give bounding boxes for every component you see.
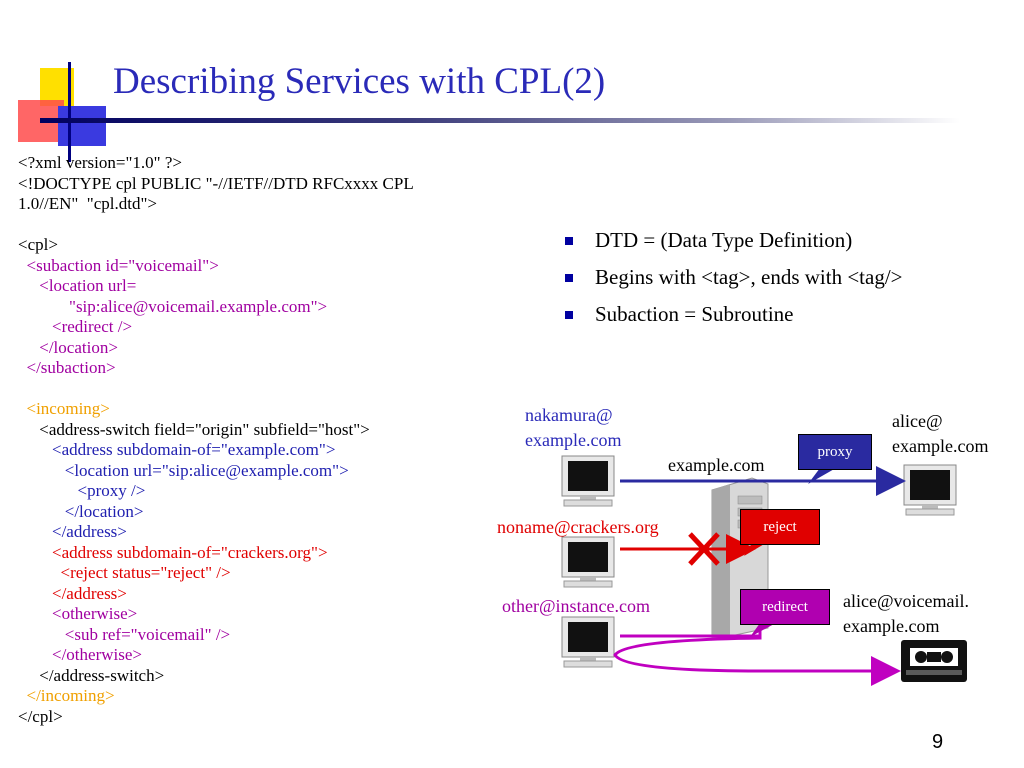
bullet-text: DTD = (Data Type Definition) [595, 228, 853, 252]
code-text: <redirect /> [52, 317, 133, 336]
reject-action-box: reject [740, 509, 820, 545]
code-line: </address> [18, 522, 414, 543]
code-line: <location url= [18, 276, 414, 297]
code-line: <otherwise> [18, 604, 414, 625]
code-text: </cpl> [18, 706, 63, 726]
code-text: <location url= [39, 276, 137, 295]
code-text: <address subdomain-of="example.com"> [52, 440, 336, 459]
code-line: <proxy /> [18, 481, 414, 502]
monitor-icon [561, 455, 615, 507]
bullet-square-icon [565, 273, 573, 282]
code-text: <incoming> [26, 399, 110, 418]
code-text: <!DOCTYPE cpl PUBLIC "-//IETF//DTD RFCxx… [18, 173, 414, 193]
code-text: </otherwise> [52, 645, 142, 664]
bullet-item: Begins with <tag>, ends with <tag/> [565, 259, 903, 296]
deco-blue-square [58, 106, 106, 146]
code-text: 1.0//EN" "cpl.dtd"> [18, 194, 158, 213]
code-line: </address-switch> [18, 666, 414, 687]
code-text: </address> [52, 583, 127, 603]
monitor-icon [561, 536, 615, 588]
code-text: </location> [39, 337, 118, 357]
code-text: <cpl> [18, 235, 58, 254]
code-line: <incoming> [18, 399, 414, 420]
code-line: <!DOCTYPE cpl PUBLIC "-//IETF//DTD RFCxx… [18, 174, 414, 195]
callee-voicemail-label: alice@voicemail. example.com [843, 589, 969, 639]
monitor-icon [903, 464, 957, 516]
code-line: <sub ref="voicemail" /> [18, 625, 414, 646]
code-text: <reject status="reject" /> [60, 563, 231, 582]
reject-x-icon [688, 532, 720, 566]
code-text: <proxy /> [77, 481, 146, 500]
bullet-item: DTD = (Data Type Definition) [565, 222, 903, 259]
bullet-square-icon [565, 310, 573, 319]
proxy-action-box: proxy [798, 434, 872, 470]
caller-nakamura-line2: example.com [525, 430, 622, 450]
caller-nakamura-line1: nakamura@ [525, 405, 613, 425]
callee-alice-line2: example.com [892, 436, 989, 456]
code-text: "sip:alice@voicemail.example.com"> [69, 296, 328, 316]
monitor-icon [561, 616, 615, 668]
cassette-tape-icon [901, 640, 967, 682]
page-number: 9 [932, 731, 944, 753]
callee-voicemail-line2: example.com [843, 616, 940, 636]
code-line: <reject status="reject" /> [18, 563, 414, 584]
title-underline [40, 118, 960, 123]
bullet-text: Begins with <tag>, ends with <tag/> [595, 265, 903, 289]
code-line: <?xml version="1.0" ?> [18, 153, 414, 174]
code-line: <address-switch field="origin" subfield=… [18, 420, 414, 441]
code-line: <cpl> [18, 235, 414, 256]
bullet-text: Subaction = Subroutine [595, 302, 794, 326]
callee-alice-label: alice@ example.com [892, 409, 988, 459]
cpl-code-block: <?xml version="1.0" ?><!DOCTYPE cpl PUBL… [18, 153, 414, 727]
callee-alice-line1: alice@ [892, 411, 943, 431]
code-line: <location url="sip:alice@example.com"> [18, 461, 414, 482]
code-text: </address> [52, 522, 127, 541]
code-line: </otherwise> [18, 645, 414, 666]
slide-title: Describing Services with CPL(2) [113, 61, 606, 102]
code-text: <address subdomain-of="crackers.org"> [52, 542, 328, 562]
code-line: </subaction> [18, 358, 414, 379]
code-line: <subaction id="voicemail"> [18, 256, 414, 277]
code-line: </address> [18, 584, 414, 605]
server-domain-label: example.com [668, 455, 765, 475]
deco-vertical-line [68, 62, 71, 162]
bullet-item: Subaction = Subroutine [565, 296, 903, 333]
code-line: <address subdomain-of="example.com"> [18, 440, 414, 461]
code-line: </location> [18, 338, 414, 359]
code-line: </cpl> [18, 707, 414, 728]
code-text: </location> [64, 501, 144, 521]
code-line: <address subdomain-of="crackers.org"> [18, 543, 414, 564]
caller-other-label: other@instance.com [502, 596, 651, 616]
code-text: <subaction id="voicemail"> [26, 255, 219, 275]
code-line: <redirect /> [18, 317, 414, 338]
code-text: </subaction> [26, 358, 116, 377]
code-line: 1.0//EN" "cpl.dtd"> [18, 194, 414, 215]
redirect-action-box: redirect [740, 589, 830, 625]
code-line: </location> [18, 502, 414, 523]
caller-nakamura-label: nakamura@ example.com [525, 403, 621, 453]
code-text: </address-switch> [39, 665, 165, 685]
code-text: </incoming> [26, 686, 115, 705]
code-text: <?xml version="1.0" ?> [18, 153, 182, 172]
code-text: <sub ref="voicemail" /> [64, 624, 231, 644]
code-text: <otherwise> [52, 604, 138, 623]
callee-voicemail-line1: alice@voicemail. [843, 591, 970, 611]
bullet-list: DTD = (Data Type Definition) Begins with … [565, 222, 903, 333]
caller-noname-label: noname@crackers.org [497, 517, 659, 537]
code-text: <location url="sip:alice@example.com"> [64, 460, 349, 480]
code-line: </incoming> [18, 686, 414, 707]
bullet-square-icon [565, 236, 573, 245]
code-line: "sip:alice@voicemail.example.com"> [18, 297, 414, 318]
code-text: <address-switch field="origin" subfield=… [39, 419, 370, 439]
